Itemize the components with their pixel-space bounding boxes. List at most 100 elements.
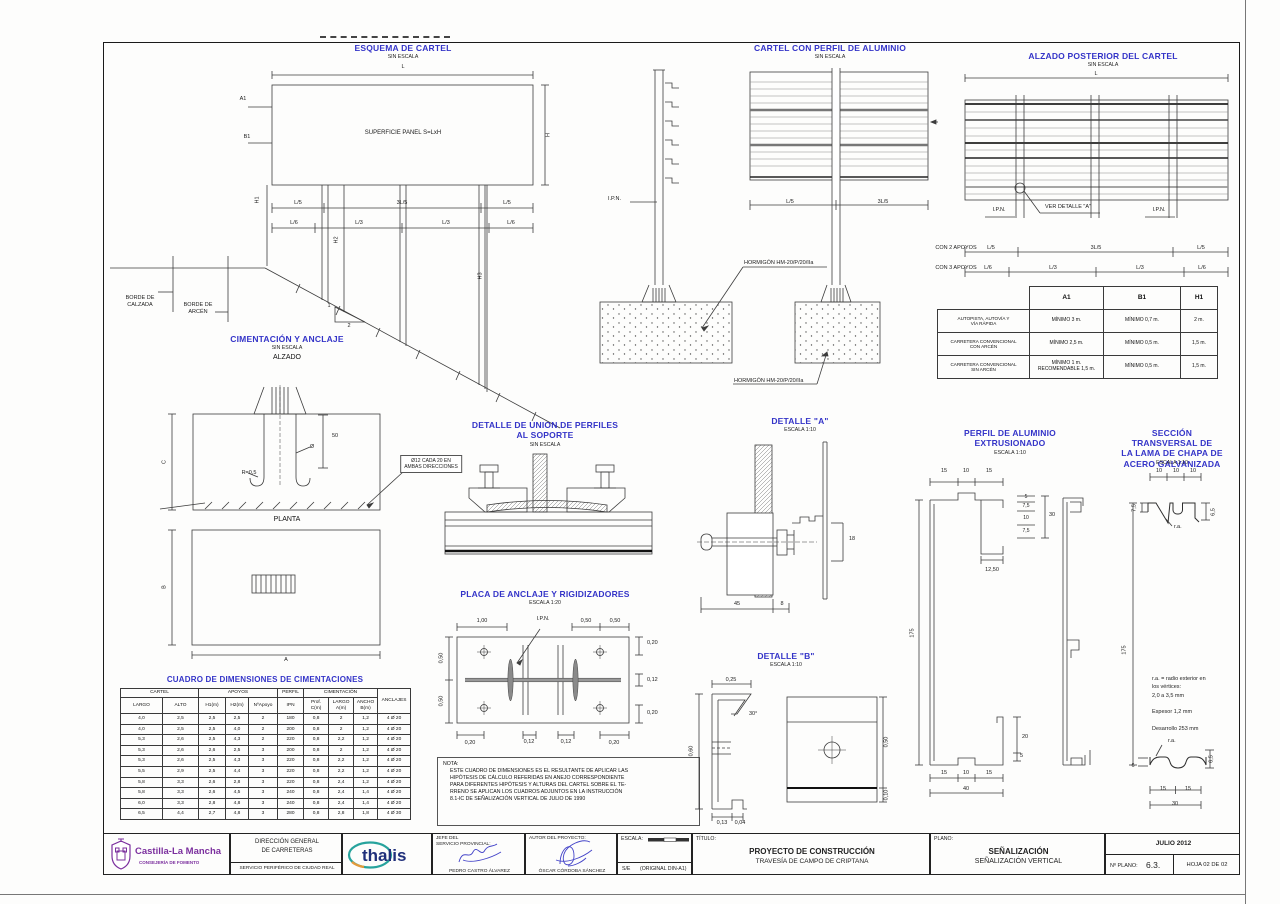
group-header: CIMENTACIÓN bbox=[303, 688, 379, 698]
table-cell: 2 bbox=[247, 713, 279, 725]
table-cell: 4,5 bbox=[225, 787, 249, 799]
alzado-scale: SIN ESCALA bbox=[1087, 62, 1119, 68]
autor-signature bbox=[555, 840, 593, 867]
cell-divider-v bbox=[1173, 854, 1174, 874]
nota-lines: ESTE CUADRO DE DIMENSIONES ES EL RESULTA… bbox=[443, 768, 694, 803]
num-plano-label: Nº PLANO: bbox=[1110, 863, 1138, 869]
table-cell: 2,5 bbox=[198, 755, 226, 767]
table-cell: 2,4 bbox=[328, 797, 355, 810]
dim-label: 0,04 bbox=[734, 820, 746, 826]
table-cell: 2,8 bbox=[328, 808, 355, 820]
direccion-line3: SERVICIO PERIFÉRICO DE CIUDAD REAL bbox=[239, 866, 335, 871]
dim-label: 7,5 bbox=[1022, 503, 1030, 509]
direccion-line1: DIRECCIÓN GENERAL bbox=[254, 839, 319, 845]
esquema-drawing bbox=[110, 71, 561, 429]
table-cell: CARRETERA CONVENCIONAL SIN ARCÉN bbox=[937, 355, 1030, 379]
titleblock-fecha-cell: JULIO 2012 Nº PLANO: 6.3. HOJA 02 DE 02 bbox=[1105, 833, 1240, 875]
titleblock-thalis-cell: thalis bbox=[342, 833, 432, 875]
table-cell: 2 bbox=[328, 723, 355, 736]
placa-scale: ESCALA 1:20 bbox=[529, 600, 561, 606]
dim-label: 3L/5 bbox=[396, 200, 408, 206]
table-cell: 3,3 bbox=[162, 787, 199, 799]
dim-label: H3 bbox=[477, 272, 484, 280]
union-scale: SIN ESCALA bbox=[529, 442, 561, 448]
table-subheader-row: LARGO ALTO H1(m) H2(m) NºApoyo IPN Prof.… bbox=[120, 697, 411, 714]
ipn-label: I.P.N. bbox=[1152, 207, 1166, 213]
hormigon-label: HORMIGÓN HM-20/P/20/IIa bbox=[734, 378, 804, 384]
table-cell: 0,8 bbox=[303, 776, 330, 789]
table-cell: 280 bbox=[277, 808, 305, 820]
dim-label: 5 bbox=[1024, 494, 1028, 500]
escala-note: (ORIGINAL DIN-A1) bbox=[640, 866, 687, 872]
table-cell: 1,2 bbox=[353, 734, 379, 746]
nota-line: ESTE CUADRO DE DIMENSIONES ES EL RESULTA… bbox=[450, 768, 629, 775]
thalis-logo-text: thalis bbox=[362, 846, 406, 865]
table-cell: 3 bbox=[247, 787, 279, 799]
escala-bar bbox=[648, 837, 689, 842]
dim-label: 12,50 bbox=[985, 567, 999, 573]
dim-label: 30 bbox=[1171, 801, 1179, 807]
table-cell: 2,5 bbox=[225, 713, 249, 725]
titulo-label: TÍTULO: bbox=[696, 836, 716, 842]
dim-label: 5 bbox=[1020, 753, 1024, 759]
dim-label: 0,50 bbox=[438, 652, 445, 664]
titleblock-titulo-cell: TÍTULO: PROYECTO DE CONSTRUCCIÓN TRAVESÍ… bbox=[692, 833, 930, 875]
dim-label: 0,12 bbox=[523, 739, 535, 745]
column-header: ALTO bbox=[162, 697, 199, 714]
dim-label: 3L/5 bbox=[1090, 245, 1102, 251]
seccion-drawing bbox=[1129, 473, 1214, 809]
escala-label: ESCALA: bbox=[621, 836, 643, 842]
table-cell: 4,8 bbox=[225, 797, 249, 810]
slope-label: 1 bbox=[327, 303, 331, 309]
dim-label: 40 bbox=[962, 786, 970, 792]
dim-label: 50 bbox=[331, 433, 339, 439]
titleblock-autor-cell: AUTOR DEL PROYECTO: ÓSCAR CÓRDOBA SÁNCHE… bbox=[525, 833, 617, 875]
titleblock-direccion-cell: DIRECCIÓN GENERAL DE CARRETERAS SERVICIO… bbox=[230, 833, 342, 875]
group-header: PERFIL bbox=[277, 688, 305, 698]
table-cell: 2,2 bbox=[328, 734, 355, 746]
table-cell: 5,3 bbox=[120, 744, 163, 757]
dim-label: A bbox=[284, 657, 288, 663]
dim-label: 0,13 bbox=[716, 820, 728, 826]
dim-label: L/5 bbox=[786, 199, 794, 205]
table-cell: 3 bbox=[247, 797, 279, 810]
alzado-drawing bbox=[964, 74, 1229, 277]
table-cell: 2,9 bbox=[162, 765, 199, 778]
table-cell: 4,0 bbox=[120, 723, 163, 736]
placa-drawing bbox=[445, 623, 643, 739]
nota-line: HIPÓTESIS DE CÁLCULO REFERIDAS EN ANEJO … bbox=[450, 775, 625, 782]
dim-label: 0,12 bbox=[560, 739, 572, 745]
table-cell: 180 bbox=[277, 713, 305, 725]
table-cell: MÍNIMO 0,5 m. bbox=[1103, 332, 1181, 356]
sheet-edge-right bbox=[1245, 0, 1246, 904]
table-cell: 4 Ø 20 bbox=[377, 765, 412, 778]
table-cell: 1,2 bbox=[353, 776, 379, 789]
dim-label: 7,5 bbox=[1131, 504, 1138, 512]
dim-label: 7,5 bbox=[1022, 528, 1030, 534]
dim-label: 30° bbox=[749, 711, 758, 717]
table-cell: 1,2 bbox=[353, 765, 379, 778]
seccion-title: SECCIÓN TRANSVERSAL DE LA LAMA DE CHAPA … bbox=[1121, 428, 1223, 469]
dim-label: 18 bbox=[849, 536, 856, 542]
table-cell: 1,8 bbox=[353, 808, 379, 820]
ver-detalle-label: VER DETALLE "A" bbox=[1045, 204, 1091, 210]
ra-label: r.a. bbox=[1168, 738, 1176, 744]
table-cell: MÍNIMO 2,5 m. bbox=[1029, 332, 1104, 356]
dim-label: 10 bbox=[1155, 468, 1163, 474]
num-plano-value: 6.3. bbox=[1146, 860, 1161, 870]
dim-label: L/5 bbox=[503, 200, 511, 206]
dim-label: L/3 bbox=[442, 220, 450, 226]
table-cell: 2,5 bbox=[198, 734, 226, 746]
table-cell: 2,5 bbox=[162, 723, 199, 736]
dim-label: 10 bbox=[1189, 468, 1197, 474]
dim-label: 0,20 bbox=[608, 740, 620, 746]
panel-surface-label: SUPERFICIE PANEL S=LxH bbox=[364, 130, 442, 136]
table-cell: 5,3 bbox=[120, 755, 163, 767]
table-cell: 2,4 bbox=[328, 787, 355, 799]
dim-label: L/5 bbox=[1197, 245, 1205, 251]
dim-label: 15 bbox=[940, 468, 948, 474]
dim-label: L/3 bbox=[1136, 265, 1144, 271]
